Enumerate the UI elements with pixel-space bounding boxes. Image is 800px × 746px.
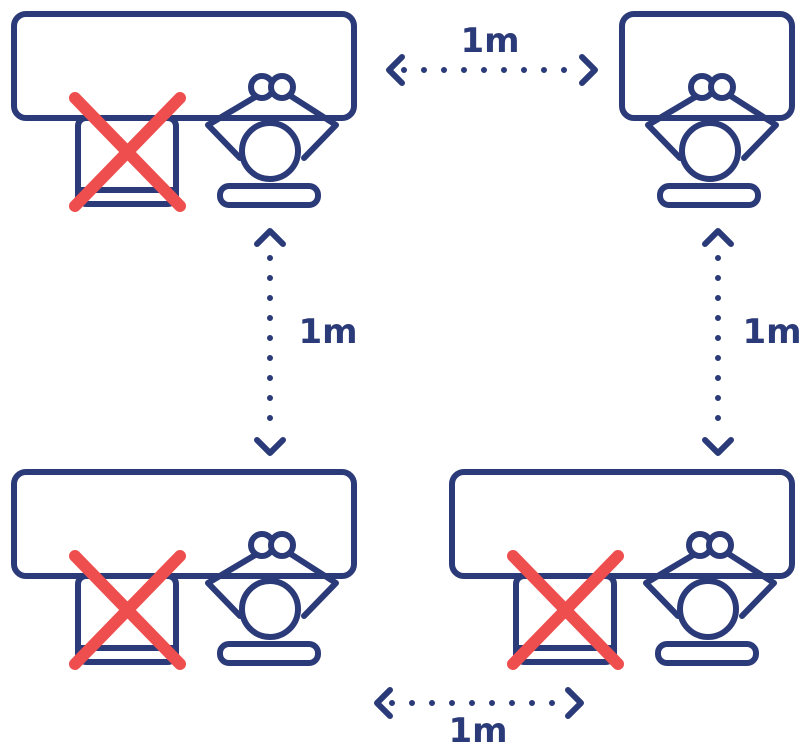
workstation-bottom-left bbox=[11, 469, 357, 664]
distance-arrow-right bbox=[702, 228, 734, 456]
desk bbox=[619, 11, 795, 121]
workstation-top-right bbox=[619, 11, 795, 205]
distance-arrow-bottom bbox=[374, 687, 584, 719]
distance-label-top: 1m bbox=[460, 21, 519, 61]
distance-arrow-left bbox=[254, 228, 286, 456]
distance-arrow-top bbox=[386, 54, 598, 86]
distance-label-right: 1m bbox=[742, 312, 800, 352]
workstation-top-left bbox=[11, 11, 357, 206]
distance-label-left: 1m bbox=[298, 312, 357, 352]
workstation-bottom-right bbox=[449, 469, 795, 664]
distance-label-bottom: 1m bbox=[448, 711, 507, 746]
